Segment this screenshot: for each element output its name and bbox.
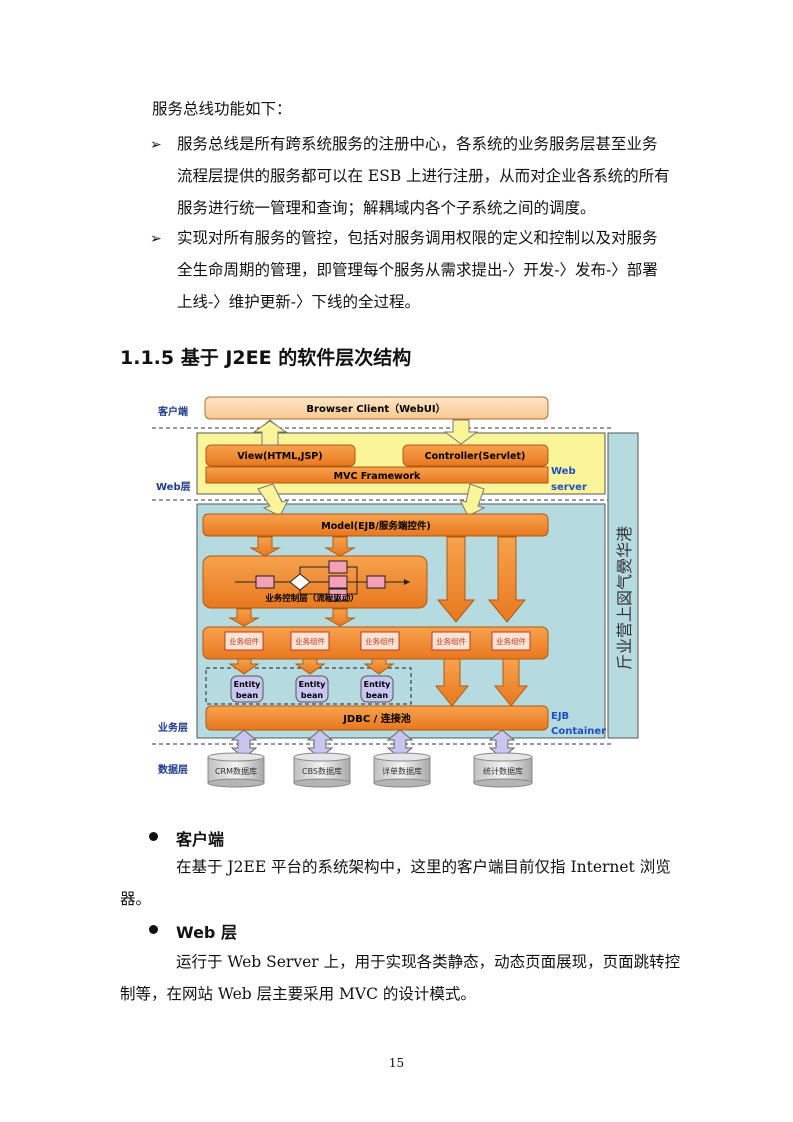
side-panel-label: 斤业营上図气㸑华港 (615, 526, 634, 670)
model-label: Model(EJB/服务端控件) (321, 520, 430, 532)
down-arrow-icon (294, 658, 326, 675)
down-arrow-icon (228, 658, 260, 675)
web-server-label-1: Web (551, 466, 576, 477)
business-component (431, 631, 471, 651)
controller-box (402, 444, 549, 467)
entity-bean-label-2: bean (236, 691, 259, 700)
down-arrow-icon (493, 658, 529, 707)
bullet-2-line-1: 实现对所有服务的管控，包括对服务调用权限的定义和控制以及对服务 (177, 229, 658, 247)
mvc-framework-box (205, 466, 549, 484)
bullet-2-line-2: 全生命周期的管理，即管理每个服务从需求提出-〉开发-〉发布-〉部署 (177, 261, 658, 279)
layer-label-data: 数据层 (158, 763, 188, 776)
client-section-title: 客户端 (176, 830, 225, 849)
database-label: CBS数据库 (302, 766, 342, 776)
web-section-line-1: 运行于 Web Server 上，用于实现各类静态，动态页面展现，页面跳转控 (176, 953, 681, 971)
double-arrow-icon (386, 729, 414, 759)
section-heading: 1.1.5 基于 J2EE 的软件层次结构 (120, 347, 412, 369)
database-icon (473, 752, 533, 788)
bullet-1-line-1: 服务总线是所有跨系统服务的注册中心，各系统的业务服务层甚至业务 (177, 135, 658, 153)
view-box (205, 444, 356, 467)
model-box (202, 513, 549, 537)
down-arrow-icon (257, 483, 289, 517)
double-arrow-icon (230, 729, 258, 759)
entity-bean-label-1: Entity (299, 680, 327, 689)
browser-client-label: Browser Client（WebUI） (306, 402, 445, 415)
web-server-label-2: server (551, 482, 587, 493)
double-arrow-icon (488, 729, 516, 759)
browser-client-box (204, 396, 549, 420)
database-icon (373, 752, 431, 788)
flow-control-label: 业务控制层（流程驱动） (265, 593, 359, 604)
business-component-label: 业务组件 (436, 636, 466, 646)
down-arrow-icon (443, 419, 479, 445)
business-component (360, 631, 400, 651)
database-label: 详单数据库 (382, 766, 422, 776)
view-label: View(HTML,JSP) (237, 451, 322, 462)
entity-bean (295, 675, 329, 703)
bullet-1-line-2: 流程层提供的服务都可以在 ESB 上进行注册，从而对企业各系统的所有 (177, 167, 670, 185)
ejb-container-label-2: Container (551, 726, 606, 737)
down-arrow-icon (459, 483, 486, 517)
entity-bean (230, 675, 264, 703)
layer-label-client: 客户端 (157, 405, 188, 418)
down-arrow-icon (228, 608, 260, 627)
bullet-2-line-3: 上线-〉维护更新-〉下线的全过程。 (177, 293, 420, 311)
intro-text: 服务总线功能如下： (152, 100, 292, 118)
bullet-dot (149, 832, 158, 841)
flow-node (328, 560, 348, 574)
down-arrow-icon (363, 658, 395, 675)
business-component-label: 业务组件 (229, 636, 259, 646)
flow-node (328, 588, 348, 602)
database-label: 统计数据库 (483, 766, 523, 776)
entity-bean-label-2: bean (366, 691, 389, 700)
ejb-container-label-1: EJB (551, 711, 569, 722)
business-component (290, 631, 330, 651)
down-arrow-icon (436, 536, 476, 623)
entity-bean-label-1: Entity (364, 680, 392, 689)
page-number: 15 (388, 1056, 405, 1070)
down-arrow-icon (434, 658, 470, 707)
database-icon (293, 752, 351, 788)
business-component-label: 业务组件 (365, 636, 395, 646)
client-section-line-1: 在基于 J2EE 平台的系统架构中，这里的客户端目前仅指 Internet 浏览 (176, 858, 671, 876)
bullet-marker: ➢ (150, 231, 162, 247)
entity-region (205, 667, 412, 705)
business-component (491, 631, 531, 651)
jdbc-box (205, 705, 549, 731)
database-label: CRM数据库 (215, 766, 257, 776)
up-arrow-icon (252, 420, 288, 446)
down-arrow-icon (487, 536, 527, 623)
down-arrow-icon (324, 608, 356, 627)
business-component (224, 631, 264, 651)
bullet-dot (149, 925, 158, 934)
database-icon (207, 752, 265, 788)
controller-label: Controller(Servlet) (425, 451, 526, 462)
flow-node (328, 575, 348, 589)
web-section-line-2: 制等，在网站 Web 层主要采用 MVC 的设计模式。 (120, 985, 476, 1003)
business-component-label: 业务组件 (295, 636, 325, 646)
entity-bean (360, 675, 394, 703)
flow-node (366, 575, 386, 589)
bullet-1-line-3: 服务进行统一管理和查询；解耦域内各个子系统之间的调度。 (177, 199, 596, 217)
web-section-title: Web 层 (176, 923, 237, 942)
mvc-framework-label: MVC Framework (334, 471, 421, 482)
jdbc-label: JDBC / 连接池 (342, 712, 411, 725)
business-component-label: 业务组件 (496, 636, 526, 646)
down-arrow-icon (324, 536, 356, 557)
flow-node (255, 575, 275, 589)
layer-label-web: Web层 (156, 481, 191, 493)
down-arrow-icon (249, 536, 281, 557)
entity-bean-label-2: bean (301, 691, 324, 700)
entity-bean-label-1: Entity (234, 680, 262, 689)
bullet-marker: ➢ (150, 137, 162, 153)
layer-label-business: 业务层 (158, 721, 188, 734)
side-panel (607, 432, 639, 739)
client-section-line-2: 器。 (120, 890, 152, 908)
double-arrow-icon (306, 729, 334, 759)
architecture-diagram: 客户端 Web层 业务层 数据层 Browser Client（WebUI） V… (152, 396, 639, 788)
